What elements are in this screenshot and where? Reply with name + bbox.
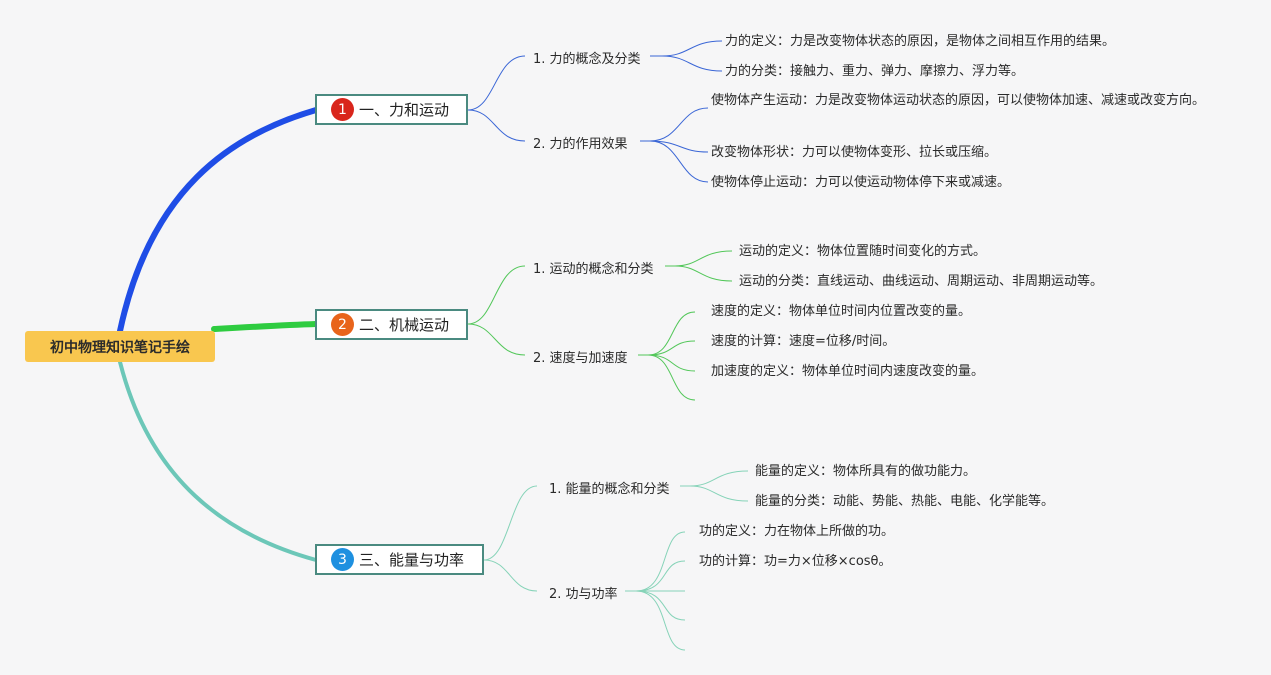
badge-1: 1	[331, 98, 354, 121]
leaf-1-2-1[interactable]: 使物体产生运动：力是改变物体运动状态的原因，可以使物体加速、减速或改变方向。	[711, 93, 1206, 108]
leaf-3-2-2[interactable]: 功的计算：功=力×位移×cosθ。	[699, 554, 892, 569]
leaf-2-1-1[interactable]: 运动的定义：物体位置随时间变化的方式。	[739, 244, 987, 259]
sub-node-2-2[interactable]: 2. 速度与加速度	[533, 351, 628, 366]
leaf-2-2-3[interactable]: 加速度的定义：物体单位时间内速度改变的量。	[711, 364, 985, 379]
badge-3: 3	[331, 548, 354, 571]
main-node-2[interactable]: 2 二、机械运动	[315, 309, 468, 340]
leaf-2-2-1[interactable]: 速度的定义：物体单位时间内位置改变的量。	[711, 304, 972, 319]
badge-2: 2	[331, 313, 354, 336]
leaf-2-2-2[interactable]: 速度的计算：速度=位移/时间。	[711, 334, 896, 349]
sub-node-1-1[interactable]: 1. 力的概念及分类	[533, 52, 641, 67]
trunk-branch-1	[117, 107, 319, 334]
sub-node-2-1[interactable]: 1. 运动的概念和分类	[533, 262, 654, 277]
main-node-3-title: 三、能量与功率	[359, 551, 465, 569]
leaf-2-1-2[interactable]: 运动的分类：直线运动、曲线运动、周期运动、非周期运动等。	[739, 274, 1104, 289]
sub-node-3-1[interactable]: 1. 能量的概念和分类	[549, 482, 670, 497]
leaf-1-1-2[interactable]: 力的分类：接触力、重力、弹力、摩擦力、浮力等。	[725, 64, 1025, 79]
leaf-3-2-1[interactable]: 功的定义：力在物体上所做的功。	[699, 524, 895, 539]
leaf-3-1-1[interactable]: 能量的定义：物体所具有的做功能力。	[755, 464, 977, 479]
main-node-3[interactable]: 3 三、能量与功率	[315, 544, 484, 575]
main-node-1-title: 一、力和运动	[359, 101, 450, 119]
root-node[interactable]: 初中物理知识笔记手绘	[25, 331, 215, 362]
main-node-1[interactable]: 1 一、力和运动	[315, 94, 468, 125]
leaf-1-2-2[interactable]: 改变物体形状：力可以使物体变形、拉长或压缩。	[711, 145, 998, 160]
sub-node-1-2[interactable]: 2. 力的作用效果	[533, 137, 628, 152]
leaf-3-1-2[interactable]: 能量的分类：动能、势能、热能、电能、化学能等。	[755, 494, 1055, 509]
leaf-1-2-3[interactable]: 使物体停止运动：力可以使运动物体停下来或减速。	[711, 175, 1011, 190]
trunk-branch-2	[211, 321, 319, 332]
sub-node-3-2[interactable]: 2. 功与功率	[549, 587, 618, 602]
trunk-branch-3	[118, 360, 318, 562]
leaf-1-1-1[interactable]: 力的定义：力是改变物体状态的原因，是物体之间相互作用的结果。	[725, 34, 1116, 49]
main-node-2-title: 二、机械运动	[359, 316, 450, 334]
